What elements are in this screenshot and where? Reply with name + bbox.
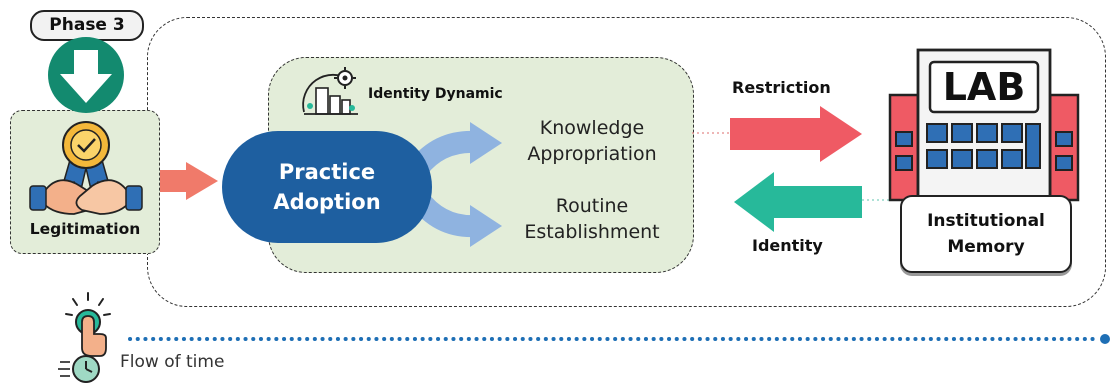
- branch-knowledge-line1: Knowledge: [539, 117, 645, 139]
- legitimation-to-practice-arrow: [160, 162, 218, 200]
- flow-of-time-label: Flow of time: [120, 352, 225, 372]
- branch-knowledge-line2: Appropriation: [527, 143, 657, 165]
- institutional-line1: Institutional: [927, 211, 1045, 231]
- legitimation-label: Legitimation: [29, 220, 141, 238]
- timeline-end: [1100, 334, 1110, 344]
- practice-line2: Adoption: [273, 190, 381, 214]
- building-gear-icon: [302, 67, 358, 115]
- branch-routine-line2: Establishment: [524, 221, 660, 243]
- branch-arrow-routine: [409, 191, 502, 247]
- branch-arrow-knowledge: [409, 122, 502, 176]
- down-arrow-circle-icon: [48, 37, 124, 113]
- handshake-badge-icon: [29, 121, 143, 215]
- branch-routine-establishment: Routine Establishment: [502, 193, 682, 245]
- branch-routine-line1: Routine: [555, 195, 629, 217]
- restriction-label: Restriction: [732, 78, 831, 97]
- practice-line1: Practice: [278, 160, 376, 184]
- identity-label: Identity: [752, 236, 823, 255]
- identity-arrow: [734, 172, 862, 232]
- practice-adoption-pill: Practice Adoption: [222, 131, 432, 243]
- institutional-memory-box: Institutional Memory: [900, 195, 1072, 273]
- clock-hand-icon: [58, 292, 111, 383]
- lab-sign: LAB: [943, 65, 1026, 109]
- branch-knowledge-appropriation: Knowledge Appropriation: [502, 115, 682, 167]
- identity-dynamic-title: Identity Dynamic: [368, 86, 503, 102]
- lab-building-icon: [888, 48, 1080, 202]
- restriction-arrow: [730, 106, 862, 162]
- institutional-line2: Memory: [947, 237, 1025, 257]
